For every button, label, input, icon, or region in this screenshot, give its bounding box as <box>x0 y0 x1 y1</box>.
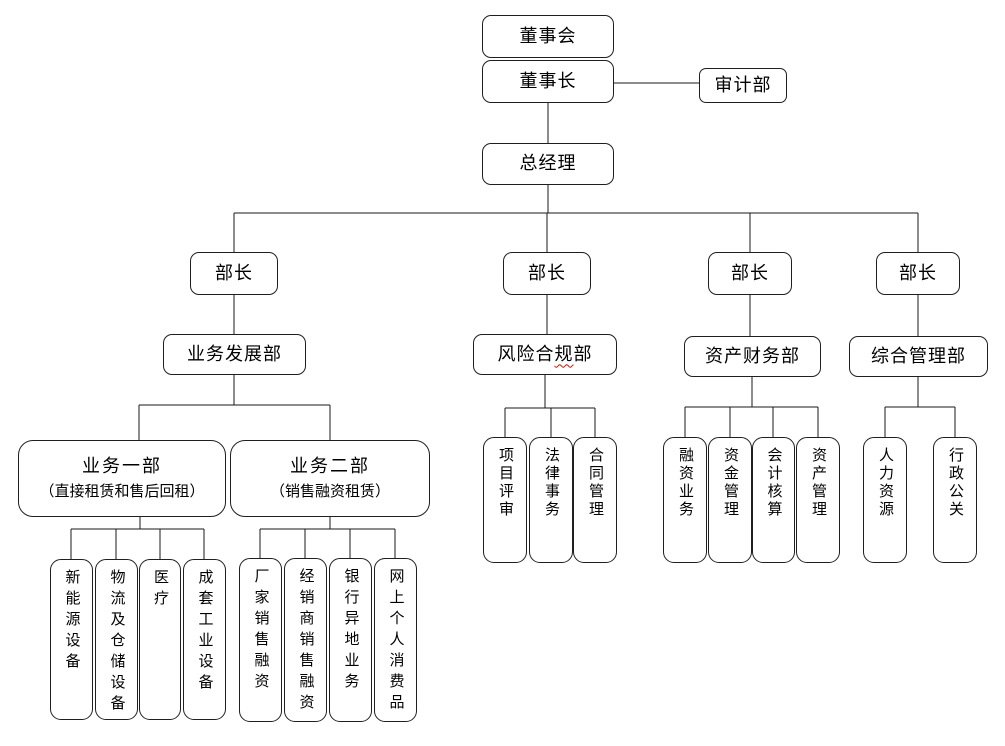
board-of-directors-label: 董事会 <box>519 25 577 46</box>
business-unit-1-title: 业务一部 <box>82 455 162 476</box>
org-node-minister-1: 部长 <box>190 252 278 295</box>
org-node-dealer-sales-financing: 经销商销售融资 <box>284 558 327 722</box>
org-node-asset-finance-dept: 资产财务部 <box>684 336 821 377</box>
org-node-online-personal-consumer-goods: 网上个人消费品 <box>374 558 417 722</box>
org-node-medical: 医疗 <box>139 559 181 720</box>
bank-remote-business-label: 银行异地业务 <box>342 568 359 694</box>
org-node-business-development-dept: 业务发展部 <box>163 334 306 375</box>
business-unit-1-subtitle: （直接租赁和售后回租） <box>39 484 205 501</box>
org-node-bank-remote-business: 银行异地业务 <box>329 558 372 722</box>
org-node-business-unit-1: 业务一部 （直接租赁和售后回租） <box>18 440 226 517</box>
org-node-audit-dept: 审计部 <box>699 68 787 103</box>
medical-label: 医疗 <box>152 569 168 611</box>
org-node-contract-management: 合同管理 <box>573 437 617 563</box>
asset-finance-dept-label: 资产财务部 <box>705 345 800 366</box>
project-review-label: 项目评审 <box>497 447 513 519</box>
org-node-minister-2: 部长 <box>503 252 591 295</box>
manufacturer-sales-financing-label: 厂家销售融资 <box>252 568 269 694</box>
org-node-legal-affairs: 法律事务 <box>529 437 573 563</box>
org-node-asset-management: 资产管理 <box>796 437 840 563</box>
org-node-project-review: 项目评审 <box>483 437 527 563</box>
org-node-admin-public-relations: 行政公关 <box>933 437 977 563</box>
contract-management-label: 合同管理 <box>587 447 603 519</box>
org-node-manufacturer-sales-financing: 厂家销售融资 <box>239 558 282 722</box>
org-node-general-admin-dept: 综合管理部 <box>849 336 988 377</box>
risk-compliance-dept-label: 风险合规部 <box>497 343 593 364</box>
org-node-accounting: 会计核算 <box>752 437 795 563</box>
org-node-board-of-directors: 董事会 <box>482 15 614 58</box>
org-node-complete-industrial-equipment: 成套工业设备 <box>183 559 226 720</box>
dealer-sales-financing-label: 经销商销售融资 <box>297 568 314 715</box>
org-node-fund-management: 资金管理 <box>708 437 752 563</box>
org-node-risk-compliance-dept: 风险合规部 <box>473 334 617 375</box>
accounting-label: 会计核算 <box>765 447 782 519</box>
org-node-minister-3: 部长 <box>708 252 792 295</box>
org-node-general-manager: 总经理 <box>482 143 614 185</box>
minister-1-label: 部长 <box>215 262 253 283</box>
new-energy-equipment-label: 新能源设备 <box>63 569 80 674</box>
org-node-financing-business: 融资业务 <box>663 437 707 563</box>
business-development-dept-label: 业务发展部 <box>187 343 282 364</box>
financing-business-label: 融资业务 <box>677 447 693 519</box>
org-node-minister-4: 部长 <box>876 252 960 295</box>
minister-3-label: 部长 <box>731 262 769 283</box>
legal-affairs-label: 法律事务 <box>543 447 559 519</box>
org-node-logistics-warehouse-equipment: 物流及仓储设备 <box>95 559 138 720</box>
online-personal-consumer-goods-label: 网上个人消费品 <box>387 568 404 715</box>
complete-industrial-equipment-label: 成套工业设备 <box>196 569 213 695</box>
spellcheck-wavy-underline: 规 <box>554 343 574 364</box>
business-unit-2-title: 业务二部 <box>290 455 370 476</box>
asset-management-label: 资产管理 <box>810 447 826 519</box>
minister-4-label: 部长 <box>899 262 937 283</box>
org-node-new-energy-equipment: 新能源设备 <box>50 559 93 720</box>
minister-2-label: 部长 <box>528 262 566 283</box>
org-node-business-unit-2: 业务二部 （销售融资租赁） <box>230 440 430 517</box>
org-node-human-resources: 人力资源 <box>863 437 907 563</box>
org-node-chairman: 董事长 <box>482 60 614 103</box>
chairman-label: 董事长 <box>519 70 577 91</box>
admin-public-relations-label: 行政公关 <box>947 447 963 519</box>
human-resources-label: 人力资源 <box>877 447 893 519</box>
general-manager-label: 总经理 <box>519 153 577 174</box>
audit-dept-label: 审计部 <box>714 74 772 95</box>
business-unit-2-subtitle: （销售融资租赁） <box>269 484 390 501</box>
fund-management-label: 资金管理 <box>722 447 738 519</box>
general-admin-dept-label: 综合管理部 <box>871 345 966 366</box>
logistics-warehouse-equipment-label: 物流及仓储设备 <box>108 569 125 716</box>
